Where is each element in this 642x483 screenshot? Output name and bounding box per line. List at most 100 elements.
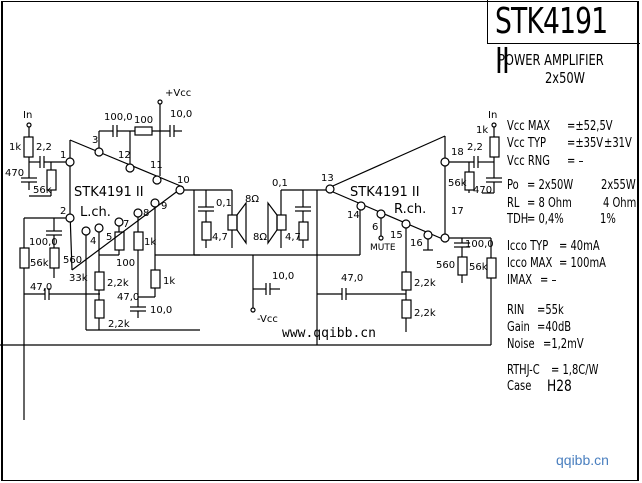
pin-number: 7 <box>123 219 129 230</box>
label: 10,0 <box>272 271 294 282</box>
input-label-right: In <box>488 110 497 121</box>
spec-label: Vcc TYP <box>507 136 547 151</box>
channel-label-left: L.ch. <box>80 205 111 220</box>
spec-value: = 40mA <box>559 239 600 254</box>
input-label-left: In <box>23 110 32 121</box>
output-network <box>184 189 361 256</box>
subtitle: POWER AMPLIFIER <box>498 51 604 69</box>
label: 2,2k <box>414 278 436 289</box>
spec-value-alt: 1% <box>600 212 616 227</box>
label: 2,2k <box>108 319 130 330</box>
pin-number: 18 <box>451 147 464 158</box>
pin-number: 10 <box>177 175 190 186</box>
label: 100,0 <box>104 112 133 123</box>
label: 0,1 <box>216 198 232 209</box>
label: 2,2 <box>36 142 52 153</box>
label: 8Ω <box>253 232 267 243</box>
pin-number: 8 <box>143 208 149 219</box>
ic-label-right: STK4191 II <box>350 185 420 200</box>
label: 470 <box>473 185 492 196</box>
spec-value: = 1,8C/W <box>551 363 599 378</box>
mute-label: MUTE <box>370 243 396 253</box>
label: 1k <box>163 276 175 287</box>
title-box <box>487 0 640 44</box>
label: 10,0 <box>150 305 172 316</box>
pins-left <box>65 147 185 236</box>
label: 100,0 <box>29 237 58 248</box>
spec-value-alt: ±31V <box>604 136 632 151</box>
spec-label: Noise <box>507 337 535 352</box>
ic-label-left: STK4191 II <box>74 185 144 200</box>
label: 2,2k <box>414 308 436 319</box>
spec-label: RIN <box>507 303 525 318</box>
spec-value: = 8 Ohm <box>527 196 572 211</box>
label: 100,0 <box>465 239 494 250</box>
component-labels: In In 1k 2,2 470 56k 100,0 100 10,0 +Vcc… <box>5 88 497 330</box>
pins-right <box>325 157 450 243</box>
label: 47,0 <box>117 292 139 303</box>
spec-value: =55k <box>537 303 564 318</box>
right-input-network <box>449 122 502 194</box>
power-rating: 2x50W <box>545 69 586 87</box>
pin-number: 12 <box>118 150 131 161</box>
pin-number: 17 <box>451 206 464 217</box>
label: 1k <box>144 237 156 248</box>
spec-value: = – <box>567 154 584 169</box>
pin-number: 6 <box>372 222 378 233</box>
left-bootstrap-network <box>98 99 182 176</box>
spec-label: RTHJ-C <box>507 363 540 378</box>
vcc-positive-label: +Vcc <box>165 88 191 99</box>
spec-label: IMAX <box>507 273 533 288</box>
watermark-corner: qqibb.cn <box>556 452 609 468</box>
pin-number: 1 <box>60 150 66 161</box>
pin-number: 4 <box>90 236 96 247</box>
watermark-center: www.qqibb.cn <box>282 326 376 341</box>
spec-label: Case <box>507 379 532 394</box>
spec-value: =±35V <box>567 136 604 151</box>
spec-value-alt: 2x55W <box>601 178 636 193</box>
label: 56k <box>33 185 52 196</box>
label: 560 <box>436 260 455 271</box>
label: 4,7 <box>212 232 228 243</box>
label: 1k <box>476 125 488 136</box>
spec-value: = 2x50W <box>527 178 574 193</box>
spec-label: RL <box>507 196 520 211</box>
pin-number: 15 <box>390 230 403 241</box>
label: 560 <box>63 255 82 266</box>
label: 1k <box>9 142 21 153</box>
label: 56k <box>469 262 488 273</box>
pin-number: 9 <box>161 201 167 212</box>
negative-supply <box>250 255 280 313</box>
vcc-negative-label: -Vcc <box>257 314 278 325</box>
label: 47,0 <box>341 273 363 284</box>
label: 56k <box>30 258 49 269</box>
spec-label: Vcc RNG <box>507 154 550 169</box>
spec-label: Icco TYP <box>507 239 549 254</box>
spec-value: =1,2mV <box>543 337 584 352</box>
part-number-title: STK4191 II <box>495 1 608 82</box>
label: 100 <box>134 115 153 126</box>
label: 8Ω <box>245 194 259 205</box>
spec-label: Vcc MAX <box>507 119 551 134</box>
spec-label: Icco MAX <box>507 256 553 271</box>
left-input-network <box>21 122 66 197</box>
label: 470 <box>5 168 24 179</box>
pin-number: 14 <box>347 210 360 221</box>
pin-number: 13 <box>321 173 334 184</box>
pin-number: 2 <box>60 206 66 217</box>
spec-label: Gain <box>507 320 530 335</box>
left-feedback-network <box>19 207 200 420</box>
label: 47,0 <box>30 282 52 293</box>
spec-value: = – <box>540 273 557 288</box>
spec-value: = 0,4% <box>527 212 564 227</box>
pin-number: 5 <box>106 232 112 243</box>
pin-number: 3 <box>92 135 98 146</box>
spec-value-alt: 4 Ohm <box>603 196 637 211</box>
spec-value: =±52,5V <box>567 119 613 134</box>
label: 4,7 <box>285 232 301 243</box>
spec-value: H28 <box>547 376 572 395</box>
pin-number: 11 <box>150 160 163 171</box>
spec-value: =40dB <box>537 320 572 335</box>
label: 2,2k <box>107 278 129 289</box>
